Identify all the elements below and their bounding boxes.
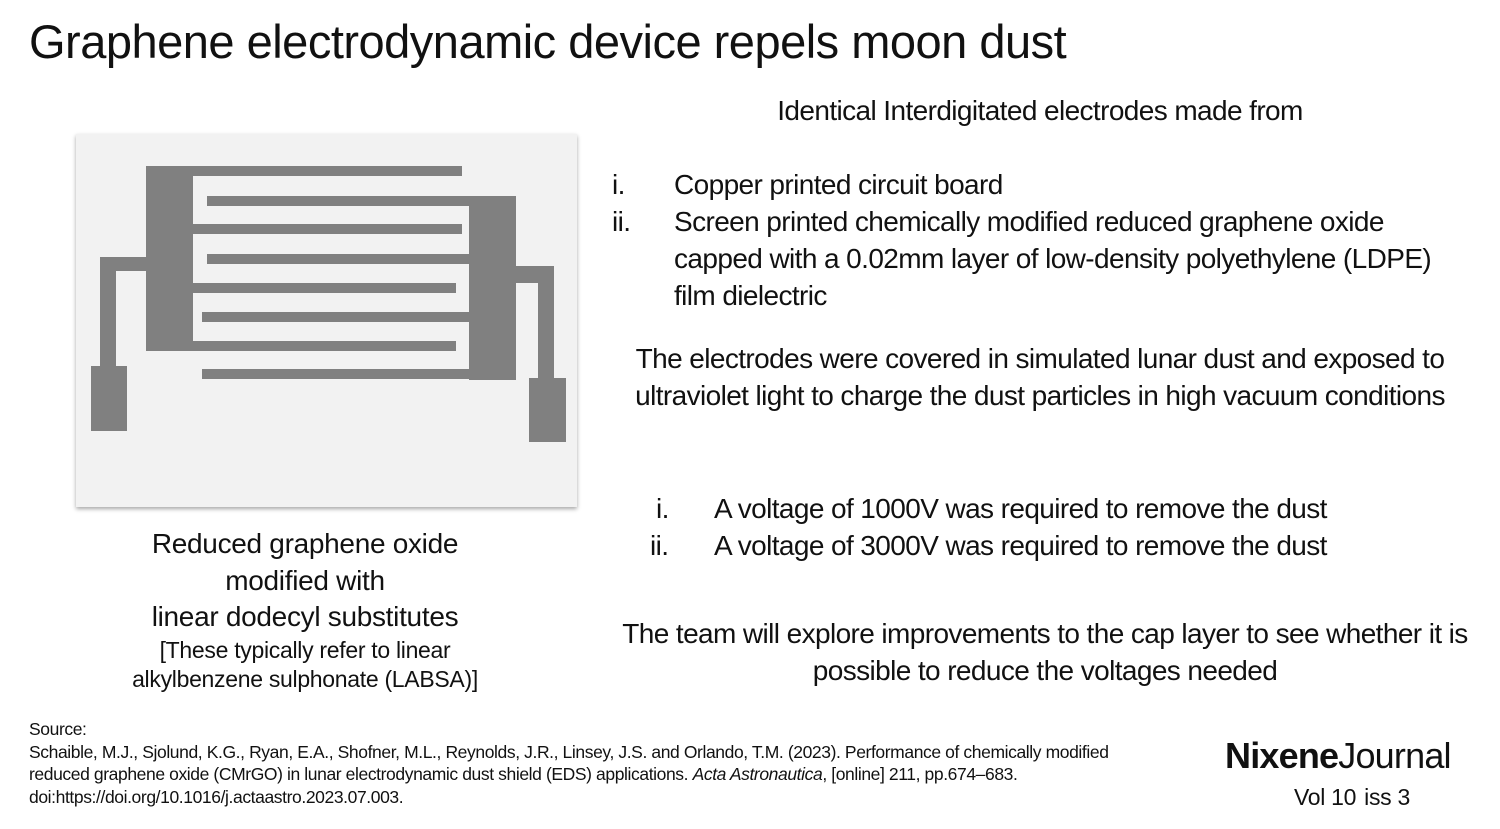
citation-body: Schaible, M.J., Sjolund, K.G., Ryan, E.A… bbox=[29, 741, 1109, 785]
list-item: i. Copper printed circuit board bbox=[612, 166, 1462, 203]
list-number: ii. bbox=[650, 530, 669, 561]
list-text: Screen printed chemically modified reduc… bbox=[674, 206, 1432, 311]
list-item: ii. A voltage of 3000V was required to r… bbox=[650, 527, 1470, 564]
list-text: Copper printed circuit board bbox=[674, 169, 1003, 200]
list-number: ii. bbox=[612, 206, 631, 237]
source-citation: Source: Schaible, M.J., Sjolund, K.G., R… bbox=[29, 718, 1129, 808]
left-lead-vertical bbox=[100, 257, 116, 369]
experiment-text: The electrodes were covered in simulated… bbox=[635, 343, 1445, 411]
list-item: i. A voltage of 1000V was required to re… bbox=[650, 490, 1470, 527]
caption-line: modified with bbox=[225, 564, 385, 596]
issue-info: Vol 10 iss 3 bbox=[1294, 784, 1410, 811]
slide-title: Graphene electrodynamic device repels mo… bbox=[29, 15, 1067, 68]
right-finger bbox=[207, 196, 469, 206]
right-contact-pad bbox=[529, 378, 566, 442]
left-finger bbox=[193, 224, 462, 234]
citation-text: Schaible, M.J., Sjolund, K.G., Ryan, E.A… bbox=[29, 741, 1129, 809]
volume-label: Vol 10 bbox=[1294, 784, 1357, 810]
results-list: i. A voltage of 1000V was required to re… bbox=[650, 490, 1470, 564]
left-finger bbox=[193, 341, 456, 351]
source-label: Source: bbox=[29, 719, 87, 739]
citation-details: , [online] 211, pp.674–683. doi:https://… bbox=[29, 764, 1018, 807]
brand-name-regular: Journal bbox=[1338, 735, 1451, 776]
materials-list: i. Copper printed circuit board ii. Scre… bbox=[612, 166, 1462, 314]
left-finger bbox=[193, 166, 462, 176]
journal-name: Acta Astronautica bbox=[692, 764, 823, 784]
list-text: A voltage of 1000V was required to remov… bbox=[714, 493, 1327, 524]
caption-note-line: [These typically refer to linear bbox=[159, 636, 451, 663]
list-number: i. bbox=[656, 493, 669, 524]
diagram-caption: Reduced graphene oxide modified with lin… bbox=[60, 526, 550, 694]
list-item: ii. Screen printed chemically modified r… bbox=[612, 203, 1462, 314]
caption-line: linear dodecyl substitutes bbox=[151, 601, 459, 632]
list-text: A voltage of 3000V was required to remov… bbox=[714, 530, 1327, 561]
right-finger bbox=[202, 369, 469, 379]
brand-logo: NixeneJournal bbox=[1225, 735, 1452, 777]
right-lead-vertical bbox=[538, 266, 554, 380]
interdigitated-electrode-diagram bbox=[76, 134, 577, 507]
issue-label: iss 3 bbox=[1364, 784, 1410, 810]
left-busbar bbox=[146, 166, 193, 351]
right-finger bbox=[202, 312, 469, 322]
left-finger bbox=[193, 283, 456, 293]
list-number: i. bbox=[612, 169, 625, 200]
right-busbar bbox=[469, 196, 516, 380]
left-contact-pad bbox=[91, 366, 127, 431]
intro-text: Identical Interdigitated electrodes made… bbox=[777, 95, 1303, 126]
brand-name-bold: Nixene bbox=[1225, 735, 1339, 776]
electrode-schematic-icon bbox=[91, 166, 566, 442]
right-finger bbox=[207, 254, 469, 264]
conclusion-text: The team will explore improvements to th… bbox=[622, 618, 1468, 686]
caption-line: Reduced graphene oxide bbox=[151, 528, 459, 559]
caption-note-line: alkylbenzene sulphonate (LABSA)] bbox=[132, 665, 478, 692]
